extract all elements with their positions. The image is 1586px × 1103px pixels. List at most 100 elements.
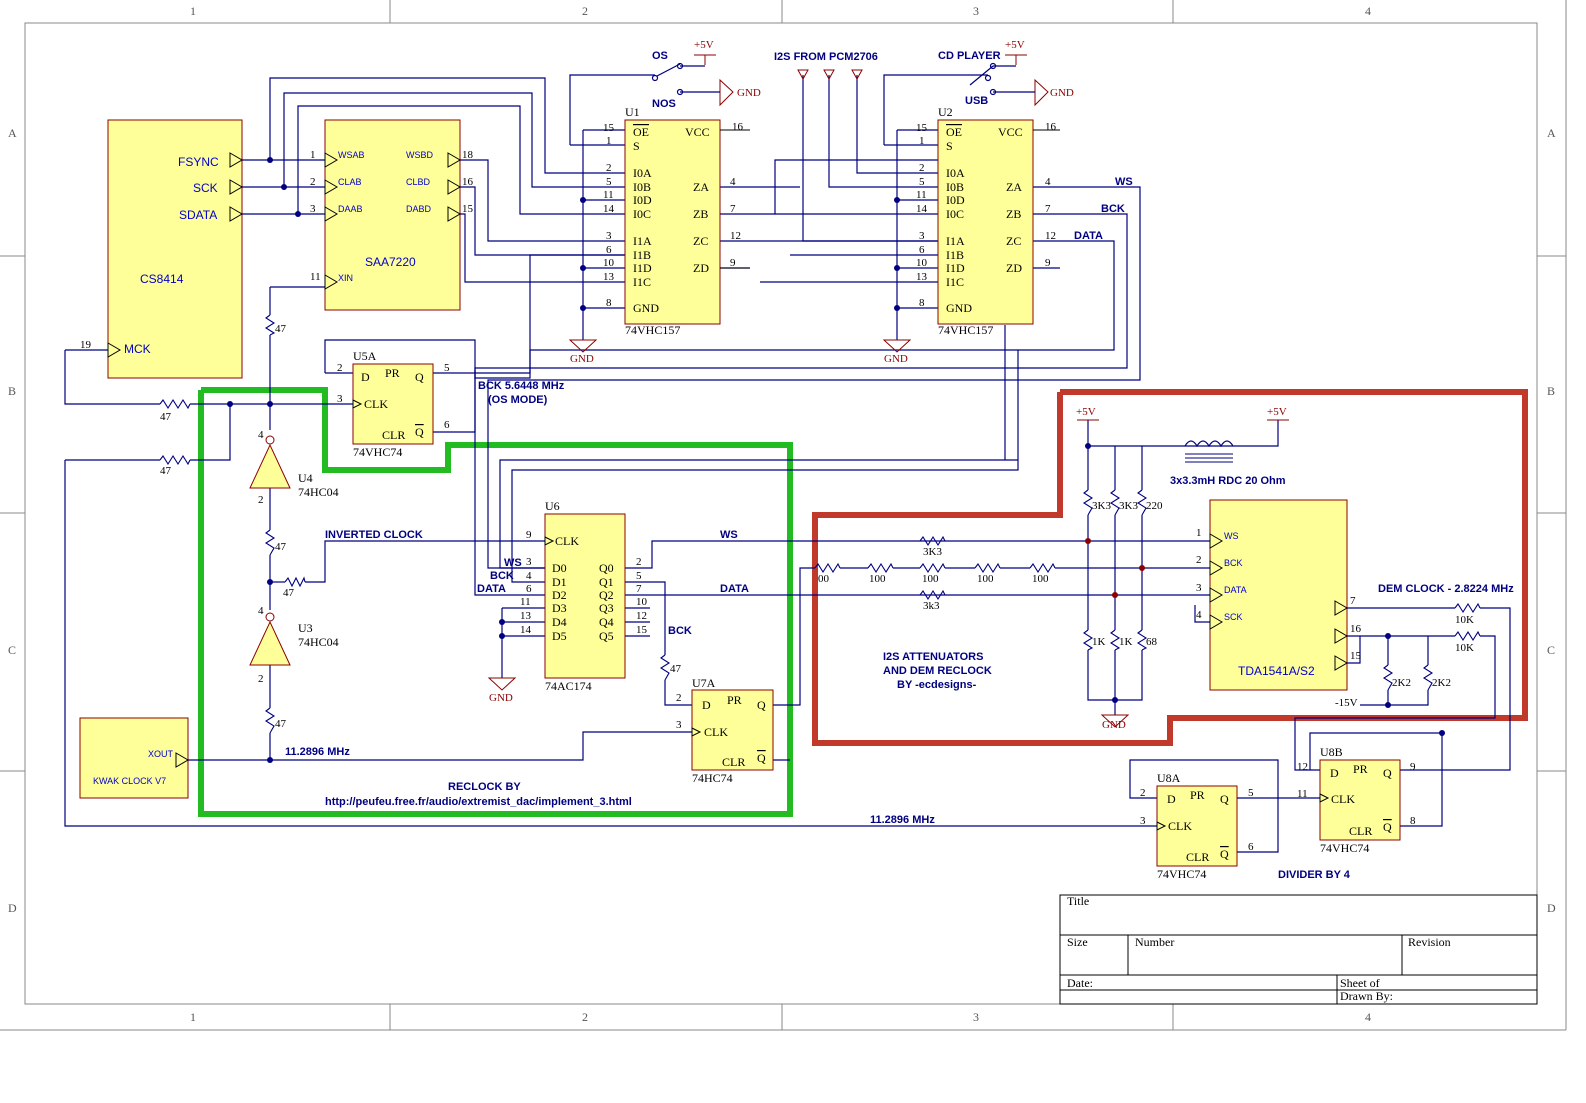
u1-ref: U1 bbox=[625, 105, 640, 119]
u2-n8: 8 bbox=[919, 297, 925, 309]
u3-n2: 2 bbox=[258, 673, 264, 685]
label-ws-u6: WS bbox=[504, 557, 522, 569]
u2-n6: 6 bbox=[919, 244, 925, 256]
u1-n4: 4 bbox=[730, 176, 736, 188]
label-attenuators-3: BY -ecdesigns- bbox=[897, 679, 977, 691]
u6-clk: CLK bbox=[555, 534, 579, 548]
tda-n1: 1 bbox=[1196, 527, 1202, 539]
grid-col-4-bottom: 4 bbox=[1365, 1010, 1371, 1024]
u8b-qbar: Q bbox=[1383, 820, 1392, 834]
u7a-d: D bbox=[702, 698, 711, 712]
u2-i1b: I1B bbox=[946, 248, 964, 262]
grid-row-b-left: B bbox=[8, 384, 16, 398]
u6-n14: 14 bbox=[520, 624, 532, 636]
u2-n2: 2 bbox=[919, 162, 925, 174]
u8b-n9: 9 bbox=[1410, 761, 1416, 773]
u2-n7: 7 bbox=[1045, 203, 1051, 215]
chip-cs8414: CS8414 FSYNC SCK SDATA MCK 19 bbox=[80, 119, 243, 379]
switch-cd-usb bbox=[969, 62, 1035, 96]
inverter-u4: U4 74HC04 4 2 bbox=[249, 429, 339, 506]
u2-zd: ZD bbox=[1006, 261, 1022, 275]
u6-n13: 13 bbox=[520, 610, 532, 622]
u2-i0c: I0C bbox=[946, 207, 964, 221]
u3-ref: U3 bbox=[298, 621, 313, 635]
u5a-n6: 6 bbox=[444, 419, 450, 431]
grid-col-3-bottom: 3 bbox=[973, 1010, 979, 1024]
label-inductor: 3x3.3mH RDC 20 Ohm bbox=[1170, 475, 1286, 487]
chip-u7a: U7A 74HC74 D PR Q CLK CLR Q 2 3 bbox=[676, 676, 774, 785]
u6-d1: D1 bbox=[552, 575, 567, 589]
u1-zd: ZD bbox=[693, 261, 709, 275]
u1-i1a: I1A bbox=[633, 234, 652, 248]
res-47-inv: 47 bbox=[275, 541, 287, 553]
junction-dots bbox=[227, 157, 1445, 763]
u7a-part: 74HC74 bbox=[692, 771, 733, 785]
res-220: 220 bbox=[1146, 500, 1163, 512]
res-100-4: 100 bbox=[977, 573, 994, 585]
label-attenuators-1: I2S ATTENUATORS bbox=[883, 651, 983, 663]
chip-u2: U2 74VHC157 OE S I0A I0B I0D I0C I1A I1B… bbox=[916, 105, 1060, 337]
chip-u1: U1 74VHC157 OE S I0A I0B I0D I0C I1A I1B… bbox=[603, 105, 750, 337]
gnd-label-u6: GND bbox=[489, 692, 513, 704]
res-100-5: 100 bbox=[1032, 573, 1049, 585]
kwak-xout: XOUT bbox=[148, 749, 174, 759]
tb-sheet: Sheet of bbox=[1340, 976, 1380, 990]
u5a-d: D bbox=[361, 370, 370, 384]
label-bck-freq: BCK 5.6448 MHz bbox=[478, 380, 565, 392]
u4-part: 74HC04 bbox=[298, 485, 339, 499]
u5a-pr: PR bbox=[385, 366, 400, 380]
grid-row-a-left: A bbox=[8, 126, 17, 140]
label-clk-kwak: 11.2896 MHz bbox=[285, 746, 350, 758]
u6-q0: Q0 bbox=[599, 561, 614, 575]
u1-n16: 16 bbox=[732, 121, 744, 133]
u2-n14: 14 bbox=[916, 203, 928, 215]
u2-gnd: GND bbox=[946, 301, 972, 315]
u8a-clr: CLR bbox=[1186, 850, 1209, 864]
u2-n1: 1 bbox=[919, 135, 925, 147]
label-ws-top: WS bbox=[1115, 176, 1133, 188]
label-data-mid: DATA bbox=[720, 583, 749, 595]
u8b-clr: CLR bbox=[1349, 824, 1372, 838]
res-3k3-v2: 3K3 bbox=[1119, 500, 1138, 512]
u6-n12: 12 bbox=[636, 610, 647, 622]
title-block: Title Size Number Revision Date: Sheet o… bbox=[1059, 894, 1538, 1005]
tda-name: TDA1541A/S2 bbox=[1238, 664, 1315, 678]
res-3k3-data: 3k3 bbox=[923, 600, 940, 612]
grid-row-d-right: D bbox=[1547, 901, 1556, 915]
u5a-qbar: Q bbox=[415, 425, 424, 439]
u5a-q: Q bbox=[415, 370, 424, 384]
u8b-n12: 12 bbox=[1297, 761, 1308, 773]
u6-n2: 2 bbox=[636, 556, 642, 568]
res-10k-2: 10K bbox=[1455, 642, 1474, 654]
vcc-label-att1: +5V bbox=[1076, 406, 1096, 418]
label-data-top: DATA bbox=[1074, 230, 1103, 242]
i2s-input-arrows bbox=[797, 69, 863, 81]
u1-n10: 10 bbox=[603, 257, 615, 269]
label-os-mode: (OS MODE) bbox=[488, 394, 548, 406]
u1-vcc: VCC bbox=[685, 125, 710, 139]
u8a-ref: U8A bbox=[1157, 771, 1181, 785]
u1-i1b: I1B bbox=[633, 248, 651, 262]
tda-n16: 16 bbox=[1350, 623, 1362, 635]
grid-row-c-right: C bbox=[1547, 643, 1555, 657]
u7a-ref: U7A bbox=[692, 676, 716, 690]
u2-n12: 12 bbox=[1045, 230, 1056, 242]
saa-wsbd: WSBD bbox=[406, 150, 434, 160]
cs8414-pin-19: 19 bbox=[80, 339, 92, 351]
switch-os-nos bbox=[651, 62, 720, 96]
vcc-label-cd: +5V bbox=[1005, 39, 1025, 51]
saa7220-name: SAA7220 bbox=[365, 255, 416, 269]
label-minus15v: -15V bbox=[1335, 697, 1358, 709]
cs8414-sck: SCK bbox=[193, 181, 218, 195]
resistors bbox=[159, 314, 1481, 734]
res-47-xin: 47 bbox=[275, 323, 287, 335]
u8b-clk: CLK bbox=[1331, 792, 1355, 806]
u2-n5: 5 bbox=[919, 176, 925, 188]
u1-i0b: I0B bbox=[633, 180, 651, 194]
grid-row-c-left: C bbox=[8, 643, 16, 657]
u1-oe: OE bbox=[633, 125, 649, 139]
label-bck-u6: BCK bbox=[490, 570, 514, 582]
u1-zb: ZB bbox=[693, 207, 708, 221]
chip-kwak-clock: XOUT KWAK CLOCK V7 bbox=[79, 717, 189, 799]
res-47-invclk: 47 bbox=[283, 587, 295, 599]
